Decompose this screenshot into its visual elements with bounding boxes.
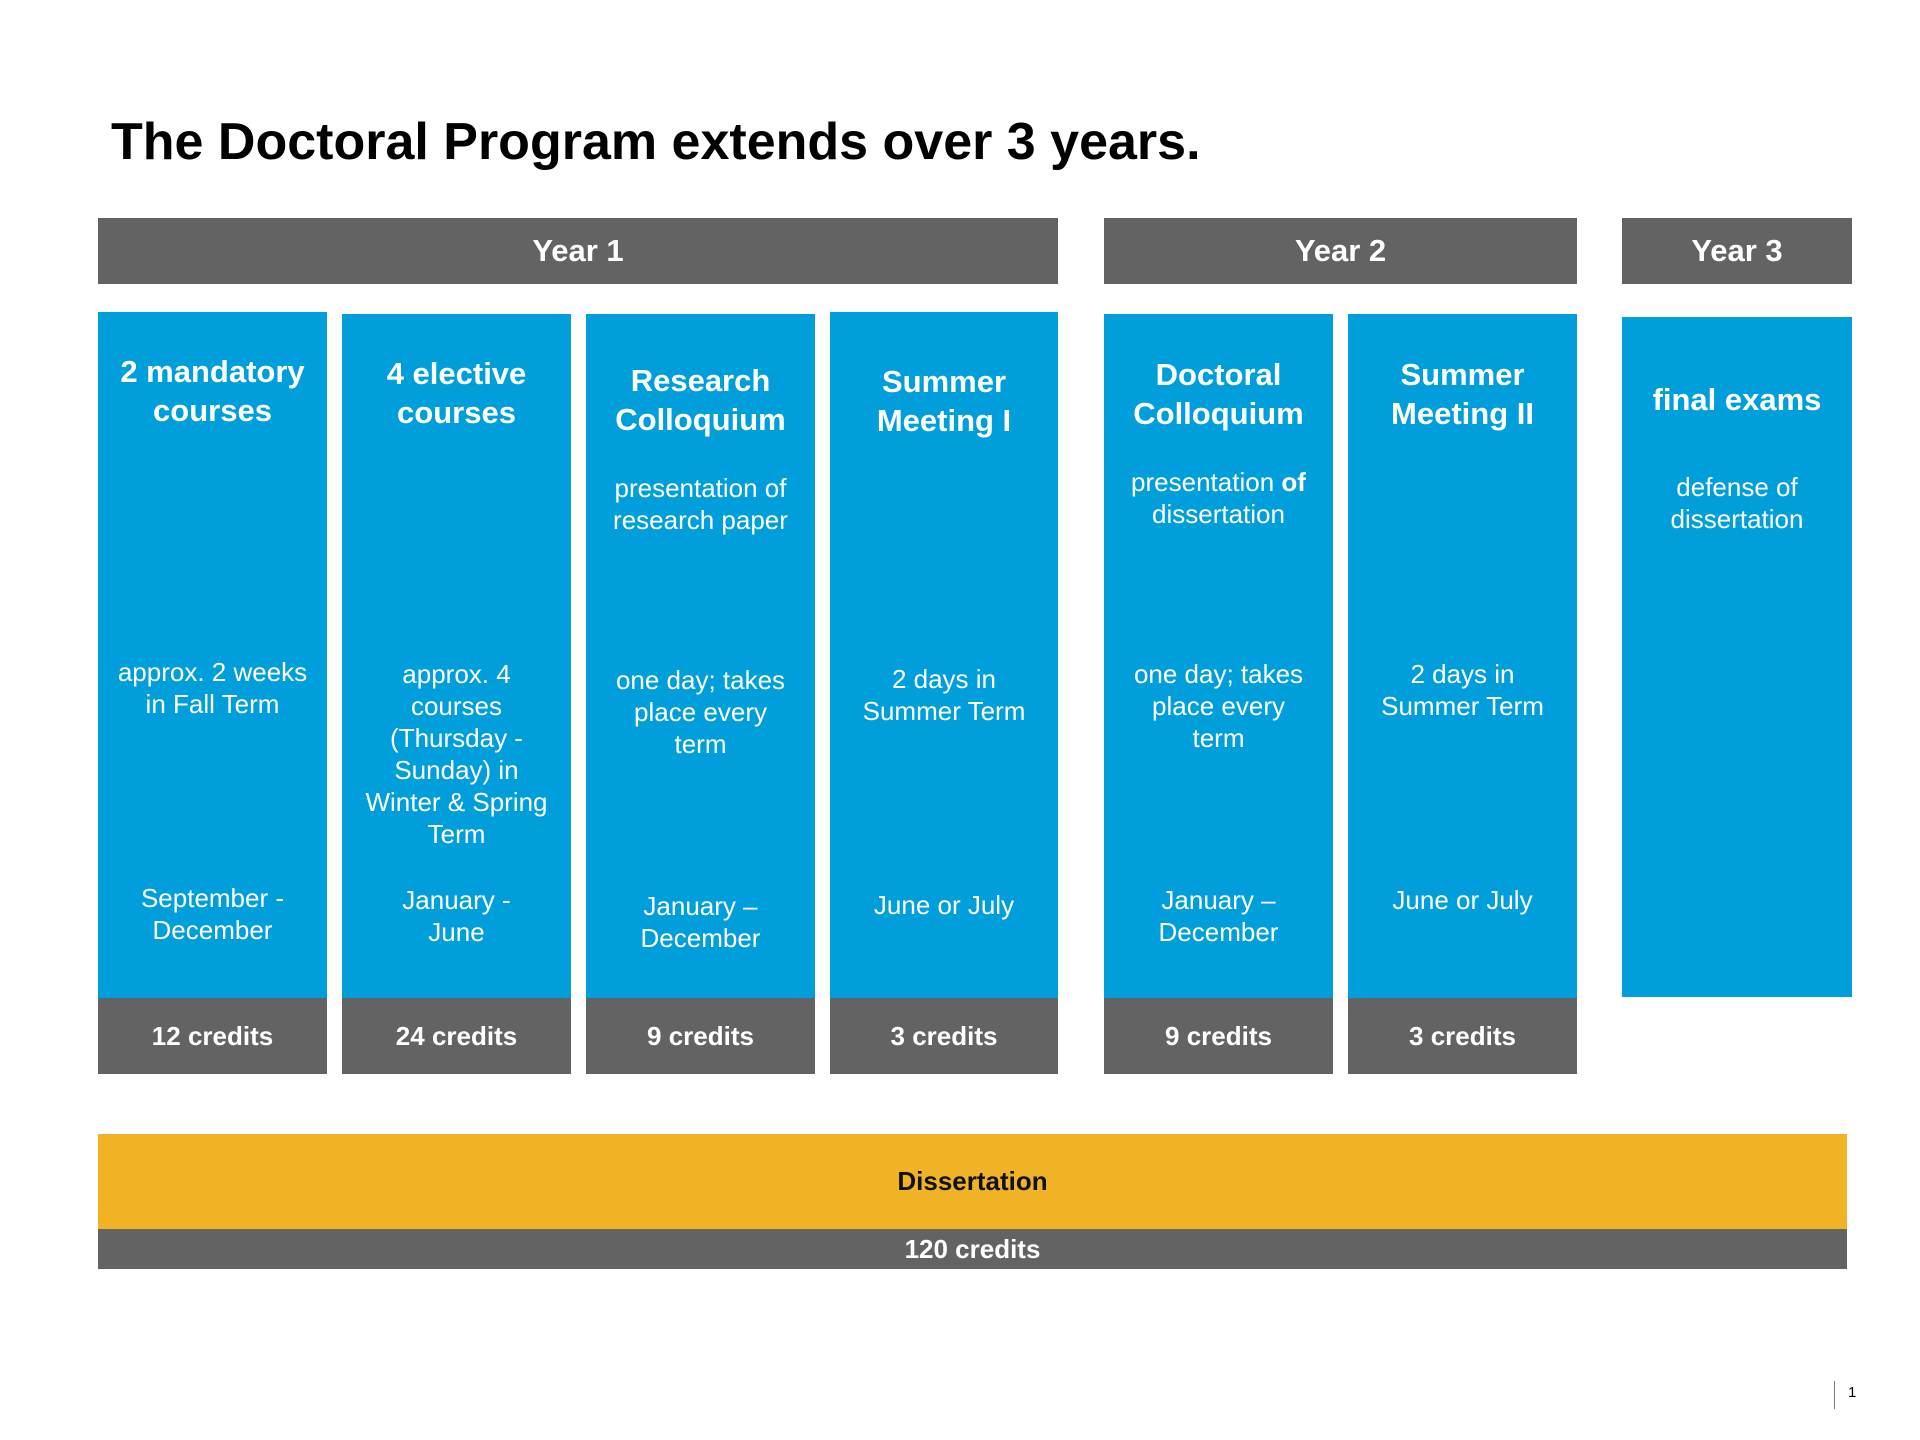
column-body: Doctoral Colloquium presentation of diss…	[1104, 314, 1333, 998]
column-body: final exams defense of dissertation	[1622, 317, 1852, 997]
column-elective-courses: 4 elective courses approx. 4 courses (Th…	[342, 314, 571, 1074]
year-1-header: Year 1	[98, 218, 1058, 284]
column-credits: 9 credits	[586, 998, 815, 1074]
dissertation-credits: 120 credits	[98, 1229, 1847, 1269]
column-heading: final exams	[1652, 382, 1822, 417]
column-summer-meeting-1: Summer Meeting I 2 days in Summer Term J…	[830, 312, 1058, 1074]
column-body: 4 elective courses approx. 4 courses (Th…	[342, 314, 571, 998]
column-heading: 2 mandatory courses	[120, 354, 305, 428]
column-heading: Summer Meeting II	[1391, 357, 1534, 431]
column-credits: 3 credits	[1348, 998, 1577, 1074]
column-final-exams: final exams defense of dissertation	[1622, 317, 1852, 997]
dissertation-bar: Dissertation	[98, 1134, 1847, 1229]
description-bold-text: of	[1281, 467, 1306, 497]
description-text: presentation	[1131, 467, 1275, 497]
column-research-colloquium: Research Colloquium presentation of rese…	[586, 314, 815, 1074]
column-period: January - June	[402, 885, 511, 947]
column-description: presentation of research paper	[613, 473, 788, 535]
column-heading: 4 elective courses	[386, 356, 527, 430]
slide-title: The Doctoral Program extends over 3 year…	[111, 113, 1201, 171]
page-number-divider	[1834, 1381, 1835, 1409]
column-period: June or July	[1392, 885, 1533, 915]
column-duration: approx. 4 courses (Thursday - Sunday) in…	[365, 659, 548, 849]
column-body: 2 mandatory courses approx. 2 weeks in F…	[98, 312, 327, 998]
column-duration: 2 days in Summer Term	[862, 664, 1026, 726]
column-duration: approx. 2 weeks in Fall Term	[117, 657, 308, 719]
column-description: presentation of dissertation	[1124, 466, 1313, 530]
column-duration: one day; takes place every term	[615, 665, 786, 759]
column-credits: 9 credits	[1104, 998, 1333, 1074]
column-body: Research Colloquium presentation of rese…	[586, 314, 815, 998]
column-duration: one day; takes place every term	[1133, 659, 1304, 753]
column-credits: 12 credits	[98, 998, 327, 1074]
column-period: January – December	[1158, 885, 1279, 947]
description-text-end: dissertation	[1152, 499, 1285, 529]
column-duration: 2 days in Summer Term	[1381, 659, 1544, 721]
column-period: September - December	[140, 883, 285, 945]
column-heading: Research Colloquium	[615, 363, 786, 437]
column-heading: Doctoral Colloquium	[1133, 357, 1304, 431]
column-period: January – December	[640, 891, 761, 953]
column-period: June or July	[873, 890, 1015, 920]
column-body: Summer Meeting I 2 days in Summer Term J…	[830, 312, 1058, 998]
column-mandatory-courses: 2 mandatory courses approx. 2 weeks in F…	[98, 312, 327, 1074]
year-2-header: Year 2	[1104, 218, 1577, 284]
column-heading: Summer Meeting I	[876, 364, 1012, 438]
column-description: defense of dissertation	[1670, 472, 1804, 534]
column-doctoral-colloquium: Doctoral Colloquium presentation of diss…	[1104, 314, 1333, 1074]
column-summer-meeting-2: Summer Meeting II 2 days in Summer Term …	[1348, 314, 1577, 1074]
page-number: 1	[1848, 1384, 1857, 1401]
column-credits: 3 credits	[830, 998, 1058, 1074]
column-body: Summer Meeting II 2 days in Summer Term …	[1348, 314, 1577, 998]
column-credits: 24 credits	[342, 998, 571, 1074]
year-3-header: Year 3	[1622, 218, 1852, 284]
